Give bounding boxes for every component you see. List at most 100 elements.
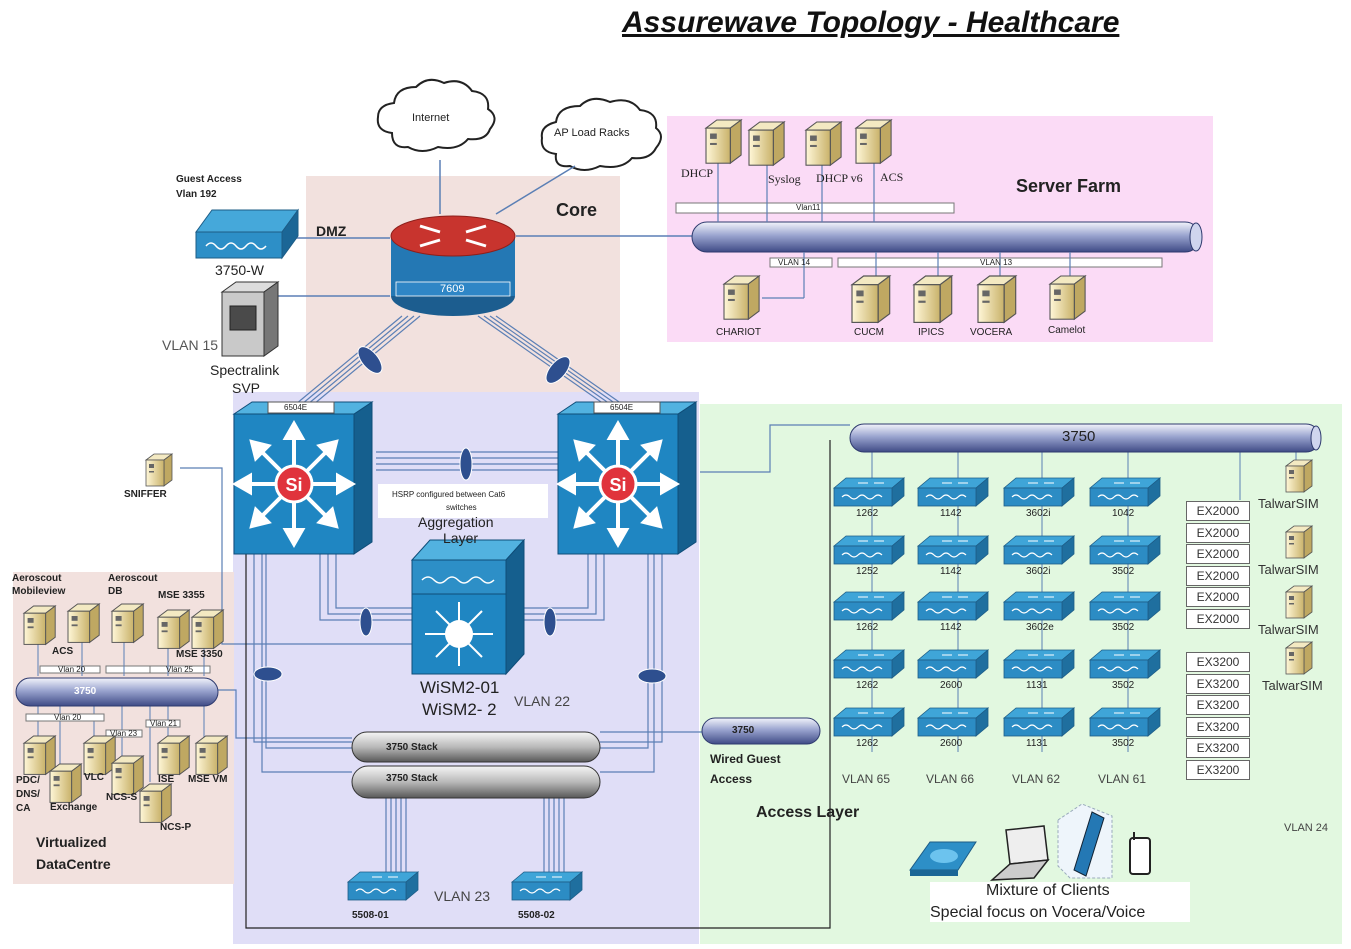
access-point-model-label: 3502 [1112,566,1135,577]
ap-load-racks-cloud [540,97,662,171]
clients-label-line1: Mixture of Clients [986,882,1110,899]
talwarsim-label: TalwarSIM [1262,678,1323,693]
server-vocera-label: VOCERA [970,327,1013,338]
mse-3355-label: MSE 3355 [158,590,205,601]
dc-vlc-label: VLC [84,772,104,783]
agg-switch-right-label: 6504E [610,403,634,412]
wism2-01-label: WiSM2-01 [420,678,500,697]
access-column-vlan-label: VLAN 65 [842,772,891,786]
dc-mse-vm-label: MSE VM [188,774,228,785]
wired-guest-pipe [701,717,821,745]
page-title: Assurewave Topology - Healthcare [622,6,1120,39]
datacentre-title-line2: DataCentre [36,856,111,872]
server-farm-backbone [691,221,1203,253]
dc-ncs-s-label: NCS-S [106,792,138,803]
ex2000-switch-box: EX2000 [1186,608,1250,629]
mse-3350-label: MSE 3350 [176,649,223,660]
wired-guest-label-line1: Wired Guest [710,752,781,766]
server-chariot-label: CHARIOT [716,327,761,338]
sniffer-label: SNIFFER [124,489,167,500]
access-point-model-label: 3602i [1026,566,1051,577]
access-point-model-label: 1142 [940,508,962,519]
access-point-icon [917,649,989,679]
wlc-5508-01 [347,871,419,901]
stack-pipe-bottom [351,765,601,799]
spectralink-name-label: Spectralink [210,362,280,378]
access-point-icon [833,591,905,621]
spectralink-svp-device [220,281,280,357]
access-point-icon [1089,707,1161,737]
dc-switch-label: 3750 [74,686,97,697]
access-point-icon [833,535,905,565]
access-point-icon [1089,591,1161,621]
aggregation-switch-right [556,400,698,556]
access-point-model-label: 1142 [940,566,962,577]
dc-ise-label: ISE [158,774,175,785]
access-point-icon [1003,591,1075,621]
dc-vlan-tag-5: Vlan 23 [110,729,138,738]
access-point-model-label: 2600 [940,680,963,691]
ex2000-switch-box: EX2000 [1186,501,1250,521]
access-point-icon [1003,649,1075,679]
talwarsim-label: TalwarSIM [1258,562,1319,577]
hsrp-note-line1: HSRP configured between Cat6 [392,490,506,499]
stack-pipe-top [351,731,601,763]
access-point-model-label: 1131 [1026,738,1048,749]
access-point-model-label: 1042 [1112,508,1135,519]
dc-vlan-tag-2: Vlan 25 [166,665,194,674]
vlan24-label: VLAN 24 [1284,822,1329,834]
client-vocera-badge-icon [1057,803,1113,879]
client-laptop-icon [989,825,1050,881]
stack-bottom-label: 3750 Stack [386,773,438,784]
dc-exchange-label: Exchange [50,802,98,813]
wism2-2-label: WiSM2- 2 [422,700,497,719]
access-point-icon [917,591,989,621]
ex2000-switch-box: EX2000 [1186,587,1250,607]
access-point-model-label: 3502 [1112,738,1135,749]
datacentre-backbone [15,677,219,707]
access-point-model-label: 1262 [856,738,879,749]
access-point-icon [917,535,989,565]
access-point-model-label: 3502 [1112,680,1135,691]
vlan14-tag: VLAN 14 [778,258,811,267]
talwarsim-server-icon [1285,525,1313,559]
ex2000-switch-box: EX2000 [1186,544,1250,564]
ex3200-switch-box: EX3200 [1186,652,1250,672]
talwarsim-server-icon [1285,459,1313,493]
access-column-vlan-label: VLAN 62 [1012,772,1061,786]
talwarsim-server-icon [1285,585,1313,619]
aggregation-switch-left [232,400,374,556]
access-point-model-label: 3602i [1026,508,1051,519]
client-phone-icon [1129,832,1151,875]
dc-ncs-p-label: NCS-P [160,822,192,833]
dc-vlan-tag-3: Vlan 20 [54,713,82,722]
ex3200-switch-box: EX3200 [1186,738,1250,758]
dc-vlan-tag-4: Vlan 21 [150,719,178,728]
access-point-model-label: 3602e [1026,622,1054,633]
access-point-model-label: 1131 [1026,680,1048,691]
datacentre-title-line1: Virtualized [36,834,107,850]
server-cucm-label: CUCM [854,327,884,338]
access-column-vlan-label: VLAN 66 [926,772,975,786]
access-point-icon [917,477,989,507]
talwarsim-label: TalwarSIM [1258,622,1319,637]
server-farm-title: Server Farm [1016,176,1122,196]
access-point-icon [1089,649,1161,679]
guest-vlan-label: Vlan 192 [176,189,217,200]
dc-pdc-dns-ca-label: PDC/ DNS/ CA [16,775,40,814]
dc-vlan-tag-1: Vlan 20 [58,665,86,674]
dc-acs-label: ACS [52,646,74,657]
vlan13-tag: VLAN 13 [980,258,1013,267]
wism2-chassis [410,538,526,676]
server-dhcpv6-label: DHCP v6 [816,171,863,185]
wlc-5508-01-label: 5508-01 [352,910,389,921]
access-point-icon [917,707,989,737]
clients-label-line2: Special focus on Vocera/Voice [930,904,1146,921]
ap-load-racks-label: AP Load Racks [554,127,630,139]
wlc-5508-02-label: 5508-02 [518,910,555,921]
internet-label: Internet [412,112,450,124]
access-point-icon [833,649,905,679]
access-point-model-label: 1142 [940,622,962,633]
aeroscout-mobileview-label: Aeroscout Mobileview [12,573,66,597]
talwarsim-label: TalwarSIM [1258,496,1319,511]
